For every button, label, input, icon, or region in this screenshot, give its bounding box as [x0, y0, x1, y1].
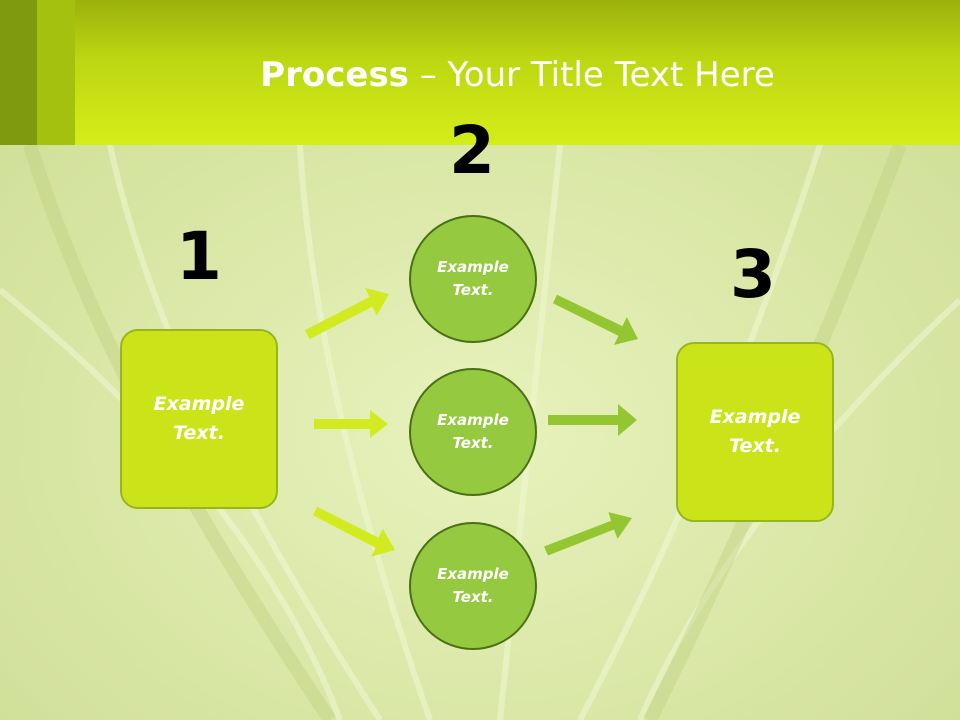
- arrow-circle-bottom-to-3: [544, 512, 632, 556]
- arrow-circle-top-to-3: [553, 294, 638, 345]
- step-2-circle-middle: Example Text.: [409, 368, 537, 496]
- title-rest: – Your Title Text Here: [408, 55, 775, 95]
- slide-title: Process – Your Title Text Here: [75, 52, 960, 98]
- arrows-to-step-3: [544, 294, 638, 556]
- step-3-box-line1: Example: [709, 406, 801, 428]
- arrow-circle-middle-to-3: [548, 404, 637, 436]
- step-1-box: Example Text.: [120, 329, 278, 509]
- title-bar: Process – Your Title Text Here: [0, 0, 960, 145]
- header-stripe-dark: [0, 0, 37, 145]
- circle-bottom-line2: Text.: [452, 588, 494, 606]
- step-2-circle-bottom: Example Text.: [409, 522, 537, 650]
- circle-bottom-line1: Example: [437, 565, 509, 583]
- step-1-box-line1: Example: [153, 393, 245, 415]
- arrow-1-to-circle-bottom: [312, 506, 395, 557]
- header-stripe-light: [37, 0, 75, 145]
- step-number-3: 3: [730, 236, 776, 313]
- step-3-box-line2: Text.: [729, 435, 781, 457]
- arrow-1-to-circle-middle: [314, 410, 388, 438]
- circle-middle-line1: Example: [437, 411, 509, 429]
- circle-middle-line2: Text.: [452, 434, 494, 452]
- step-1-box-line2: Text.: [173, 422, 225, 444]
- circle-top-line2: Text.: [452, 281, 494, 299]
- arrow-1-to-circle-top: [304, 287, 389, 340]
- step-number-2: 2: [449, 112, 495, 189]
- circle-top-line1: Example: [437, 258, 509, 276]
- title-bold: Process: [260, 55, 409, 95]
- step-3-box: Example Text.: [676, 342, 834, 522]
- arrows-from-step-1: [304, 287, 395, 557]
- step-number-1: 1: [176, 218, 222, 295]
- step-2-circle-top: Example Text.: [409, 215, 537, 343]
